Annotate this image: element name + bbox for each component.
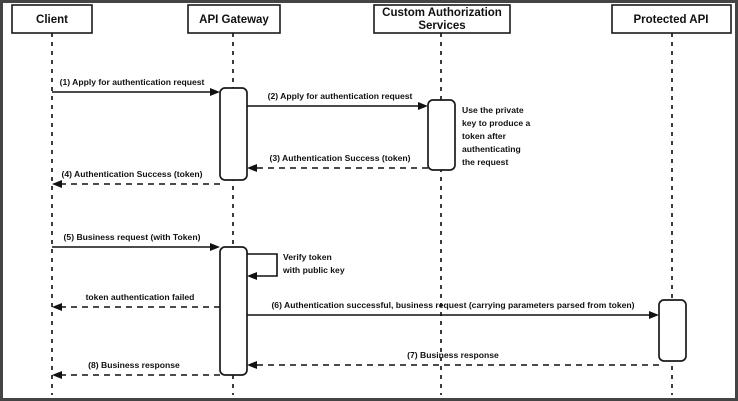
message-7[interactable]: (7) Business response (247, 350, 659, 369)
message-self-verify-label-line2: with public key (282, 265, 345, 275)
note-auth-line-2: key to produce a (462, 118, 531, 128)
participant-auth-label-line1: Custom Authorization (382, 7, 502, 19)
message-self-verify-token[interactable]: Verify token with public key (247, 252, 345, 280)
participant-client-label: Client (36, 14, 68, 26)
message-self-verify-arrowhead (247, 272, 257, 280)
message-token-auth-failed-label: token authentication failed (86, 292, 195, 302)
activation-protected-api (658, 299, 687, 362)
message-1-label: (1) Apply for authentication request (60, 77, 205, 87)
participant-gateway-box[interactable] (187, 4, 281, 34)
message-1[interactable]: (1) Apply for authentication request (52, 77, 220, 96)
note-auth-line-3: token after (462, 131, 507, 141)
message-token-authentication-failed[interactable]: token authentication failed (52, 292, 220, 311)
message-4[interactable]: (4) Authentication Success (token) (52, 169, 220, 188)
message-token-auth-failed-arrowhead (52, 303, 62, 311)
message-4-label: (4) Authentication Success (token) (61, 169, 202, 179)
note-auth-line-1: Use the private (462, 105, 524, 115)
message-2-arrowhead (418, 102, 428, 110)
message-6-label: (6) Authentication successful, business … (271, 300, 634, 310)
message-1-arrowhead (210, 88, 220, 96)
note-auth-line-5: the request (462, 157, 508, 167)
message-5-arrowhead (210, 243, 220, 251)
message-self-verify-label-line1: Verify token (283, 252, 332, 262)
activation-auth-service (427, 99, 456, 171)
participant-gateway[interactable]: API Gateway (187, 4, 281, 34)
message-3[interactable]: (3) Authentication Success (token) (247, 153, 428, 172)
participant-auth-label-line2: Services (418, 20, 465, 32)
message-7-label: (7) Business response (407, 350, 499, 360)
message-8[interactable]: (8) Business response (52, 360, 220, 379)
participant-auth[interactable]: Custom Authorization Services (373, 4, 511, 34)
message-6-arrowhead (649, 311, 659, 319)
message-5[interactable]: (5) Business request (with Token) (52, 232, 220, 251)
message-2[interactable]: (2) Apply for authentication request (247, 91, 428, 110)
activation-gateway-business-phase (219, 246, 248, 376)
message-7-arrowhead (247, 361, 257, 369)
participant-client[interactable]: Client (11, 4, 93, 34)
note-auth-line-4: authenticating (462, 144, 521, 154)
message-8-label: (8) Business response (88, 360, 180, 370)
note-auth-private-key: Use the private key to produce a token a… (462, 105, 531, 167)
participant-auth-box[interactable] (373, 4, 511, 34)
message-2-label: (2) Apply for authentication request (268, 91, 413, 101)
message-3-arrowhead (247, 164, 257, 172)
participant-api[interactable]: Protected API (611, 4, 732, 34)
participant-client-box[interactable] (11, 4, 93, 34)
participant-api-label: Protected API (634, 14, 709, 26)
message-self-verify-line (247, 253, 278, 277)
message-3-label: (3) Authentication Success (token) (269, 153, 410, 163)
participant-api-box[interactable] (611, 4, 732, 34)
participant-gateway-label: API Gateway (199, 14, 269, 26)
message-5-label: (5) Business request (with Token) (64, 232, 201, 242)
activation-gateway-auth-phase (219, 87, 248, 181)
message-4-arrowhead (52, 180, 62, 188)
message-6[interactable]: (6) Authentication successful, business … (247, 300, 659, 319)
message-8-arrowhead (52, 371, 62, 379)
